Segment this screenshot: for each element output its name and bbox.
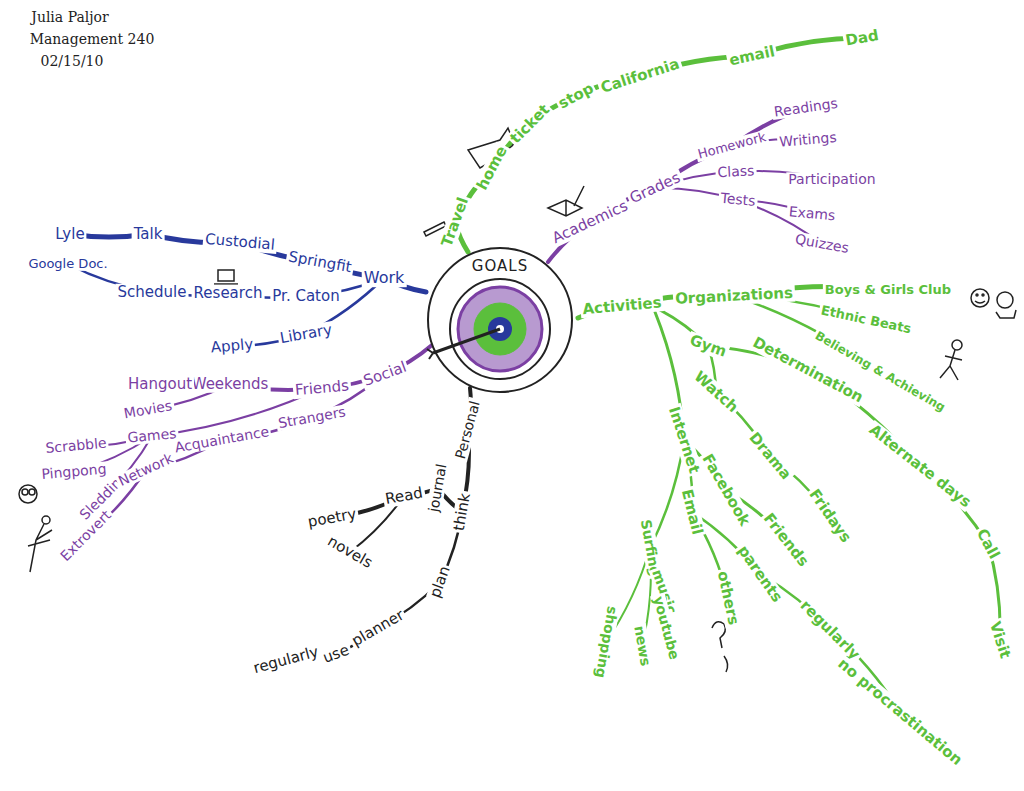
branch-word: others [714, 568, 742, 629]
branch-word: Scrabble [43, 435, 109, 456]
branch-word: shopping [592, 603, 620, 681]
header-text: Management 240 [28, 32, 157, 47]
laptop-doodle [214, 270, 238, 284]
branch-word: regularly [250, 643, 323, 677]
branch-word: Strangers [275, 404, 349, 432]
branch-line [332, 388, 471, 518]
branch-word: youtube [650, 593, 683, 664]
branch-word: Class [715, 163, 757, 181]
branch-word: Determination [748, 333, 867, 407]
branch-word: Believing & Achieving [811, 328, 949, 415]
branch-word: ticket [506, 100, 555, 149]
book-doodle [548, 186, 584, 216]
branch-word: Google Doc. [26, 257, 109, 271]
runner-doodle [940, 340, 962, 380]
header-text: 02/15/10 [39, 54, 106, 69]
branch-word: Internet [665, 403, 703, 478]
branch-line [684, 440, 900, 712]
branch-word: Boys & Girls Club [823, 283, 953, 297]
branch-word: parents [733, 541, 786, 607]
branch-word: no procrastination [833, 654, 966, 770]
branch-line [286, 512, 462, 660]
branch-word: news [631, 623, 654, 670]
branch-word: Movies [121, 398, 176, 422]
branch-word: journal [426, 461, 450, 515]
branch-word: Lyle [53, 226, 86, 243]
branch-word: Acquaintance [172, 424, 273, 456]
branch-word: Activities [580, 294, 664, 318]
branch-word: Custodial [202, 231, 277, 254]
branch-word: California [597, 55, 684, 97]
branch-word: Apply [208, 336, 256, 356]
branch-line [86, 374, 385, 536]
branch-word: Organizations [673, 285, 796, 308]
branch-word: Call [972, 524, 1003, 563]
branch-word: Fridays [805, 485, 856, 548]
branch-word: Network [114, 450, 177, 490]
branch-line [660, 310, 1000, 640]
branch-word: Gym [686, 331, 731, 361]
branch-word: poetry [305, 505, 360, 530]
branch-word: Writings [777, 130, 839, 151]
branch-word: novels [323, 532, 377, 573]
branch-word: Tests [718, 191, 758, 210]
branch-word: Email [678, 486, 706, 539]
snowman-doodle [19, 485, 37, 503]
branch-word: Homework [694, 130, 769, 163]
branch-word: Social [359, 358, 410, 390]
branch-word: Work [362, 269, 407, 287]
branch-word: Pr. Caton [270, 288, 341, 305]
branch-word: Facebook [698, 450, 754, 531]
branch-word: Watch [689, 367, 742, 417]
sledder-doodle [28, 516, 52, 572]
branch-word: Drama [744, 428, 795, 484]
branch-word: Readings [771, 96, 841, 121]
branch-word: plan [426, 562, 454, 602]
branch-word: Friends [759, 509, 813, 571]
branch-word: Hangout [126, 376, 194, 393]
branch-word: Dad [842, 27, 882, 50]
header-text: Julia Paljor [29, 10, 110, 25]
branch-word: use [319, 641, 353, 667]
branch-word: Weekends [190, 376, 271, 393]
branch-word: Games [125, 426, 179, 446]
branch-word: Exams [786, 204, 838, 224]
goal-title: GOALS [425, 257, 575, 275]
branch-word: Pingpong [39, 461, 109, 482]
branch-word: Friends [292, 377, 351, 398]
smiley-doodle [971, 289, 1016, 318]
branch-word: Alternate days [865, 420, 976, 512]
branch-word: Personal [452, 397, 483, 462]
branch-word: Read [382, 484, 426, 507]
branch-word: Visit [986, 618, 1015, 663]
branch-word: think [450, 490, 473, 534]
branch-word: regularly [796, 596, 865, 665]
goal-target: GOALS [425, 245, 575, 395]
branch-word: Grades [625, 168, 684, 207]
branch-word: email [726, 43, 779, 70]
branch-word: Research [192, 285, 265, 302]
branch-line [455, 38, 862, 252]
question-doodle [712, 622, 728, 672]
branch-word: Quizzes [792, 231, 852, 256]
branch-line [548, 108, 806, 262]
branch-word: Library [277, 321, 335, 347]
branch-word: Academics [548, 197, 632, 248]
branch-word: planner [347, 606, 408, 651]
branch-word: Springfit [285, 248, 355, 276]
branch-word: stop [554, 79, 598, 113]
branch-word: Ethnic Beats [818, 303, 915, 337]
branch-word: Talk [132, 226, 165, 243]
branch-word: Participation [786, 172, 877, 187]
branch-word: Schedule [116, 284, 189, 301]
branch-word: home [473, 142, 511, 195]
